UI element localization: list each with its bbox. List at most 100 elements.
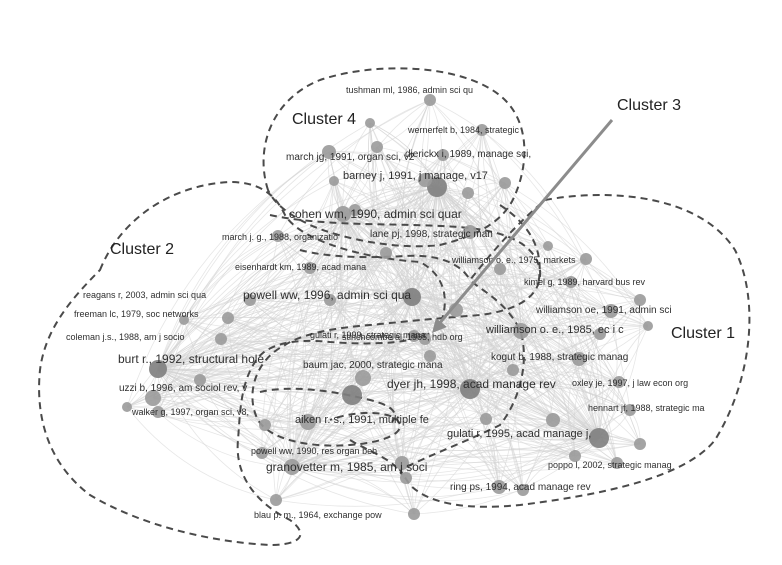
network-node <box>355 370 371 386</box>
network-edge <box>512 299 641 371</box>
network-edge <box>442 154 612 312</box>
network-edge <box>264 424 500 489</box>
cluster-4-label: Cluster 4 <box>292 111 357 128</box>
network-node <box>613 376 625 388</box>
network-edge <box>157 333 601 394</box>
network-edge <box>469 388 500 488</box>
network-node-unlabelled <box>365 118 375 128</box>
network-edge <box>401 296 423 464</box>
network-edge <box>329 294 522 332</box>
network-edge <box>227 288 413 319</box>
cluster-2-boundary <box>38 180 446 547</box>
network-edge <box>291 325 649 468</box>
network-node-unlabelled <box>569 450 581 462</box>
node-label: blau p. m., 1964, exchange pow <box>254 510 382 520</box>
node-label: hennart jf, 1988, strategic ma <box>588 403 705 413</box>
node-label: kogut b, 1988, strategic manag <box>491 352 628 363</box>
network-edge <box>264 213 344 426</box>
network-node <box>572 352 586 366</box>
network-edge <box>152 146 378 399</box>
node-label: stinchcombe al, 1965, hdb org <box>342 332 463 342</box>
network-node-unlabelled <box>507 364 519 376</box>
network-edge <box>436 186 641 301</box>
network-node-unlabelled <box>194 374 206 386</box>
network-node <box>604 304 618 318</box>
network-node-unlabelled <box>418 173 432 187</box>
network-edge <box>291 369 514 468</box>
network-edge <box>199 359 471 390</box>
network-edge <box>152 395 403 464</box>
network-node-unlabelled <box>480 413 492 425</box>
network-node-unlabelled <box>349 204 361 216</box>
node-label: poppo l, 2002, strategic manag <box>548 460 672 470</box>
network-edge <box>329 186 438 301</box>
network-node <box>611 457 623 469</box>
network-edge <box>157 337 431 370</box>
network-edge <box>498 325 649 488</box>
cluster-3-inner-1 <box>299 249 471 281</box>
network-edge <box>126 317 229 408</box>
network-edge <box>469 388 524 491</box>
node-label: dyer jh, 1998, acad manage rev <box>387 377 556 391</box>
network-edge <box>157 361 353 396</box>
network-edge <box>183 319 522 357</box>
network-node-unlabelled <box>580 253 592 265</box>
node-label: burt r., 1992, structural hole <box>118 352 264 366</box>
network-edge <box>220 336 600 439</box>
network-edge <box>421 179 471 390</box>
network-node <box>215 333 227 345</box>
network-edge <box>309 267 431 357</box>
cluster-3-label: Cluster 3 <box>617 97 682 114</box>
network-node-unlabelled <box>634 438 646 450</box>
network-edge <box>401 330 522 464</box>
network-edge <box>520 299 641 333</box>
network-edge <box>589 333 601 439</box>
network-edge <box>275 281 572 501</box>
cluster-3-inner-2 <box>259 387 396 423</box>
network-edge <box>291 381 620 470</box>
network-edge <box>392 296 413 479</box>
network-edge <box>598 325 649 439</box>
network-edge <box>469 388 641 445</box>
network-node-unlabelled <box>400 472 412 484</box>
network-edge <box>376 146 524 491</box>
network-edge <box>405 186 451 479</box>
cluster-3-boundary <box>251 214 542 476</box>
network-node-unlabelled <box>329 176 339 186</box>
network-node <box>304 262 316 274</box>
network-node <box>222 312 234 324</box>
network-edge <box>329 299 600 439</box>
network-edge <box>220 296 413 343</box>
node-label: freeman lc, 1979, soc networks <box>74 309 199 319</box>
network-edge <box>291 435 576 468</box>
network-edge <box>126 406 293 468</box>
network-edge <box>157 368 293 468</box>
network-edge <box>411 192 469 298</box>
network-edge <box>469 258 587 390</box>
node-label: eisenhardt km, 1989, acad mana <box>235 262 366 272</box>
node-label: uzzi b, 1996, am sociol rev, v <box>119 383 247 394</box>
network-node <box>152 406 164 418</box>
node-label: barney j, 1991, j manage, v17 <box>343 170 488 182</box>
network-node <box>145 390 161 406</box>
network-node-unlabelled <box>499 177 511 189</box>
network-edge <box>342 213 587 265</box>
network-edge <box>411 296 601 338</box>
node-label: williamson o. e., 1985, ec i c <box>485 324 624 336</box>
node-layer <box>122 94 653 520</box>
network-edge <box>264 186 438 426</box>
network-edge <box>275 179 426 501</box>
node-label: williamson oe, 1991, admin sci <box>535 305 672 316</box>
node-label: powell ww, 1996, admin sci qua <box>243 288 411 302</box>
network-edge <box>275 122 374 501</box>
node-label-layer: tushman ml, 1986, admin sci quwernerfelt… <box>66 85 705 520</box>
network-edge <box>157 186 438 370</box>
network-edge <box>598 299 641 439</box>
network-edge <box>275 388 471 501</box>
node-label: wernerfelt b, 1984, strategic <box>407 125 520 135</box>
network-edge <box>362 186 438 379</box>
network-edge <box>289 209 356 468</box>
network-edge <box>520 245 549 332</box>
network-node <box>149 360 167 378</box>
network-node <box>272 230 284 242</box>
